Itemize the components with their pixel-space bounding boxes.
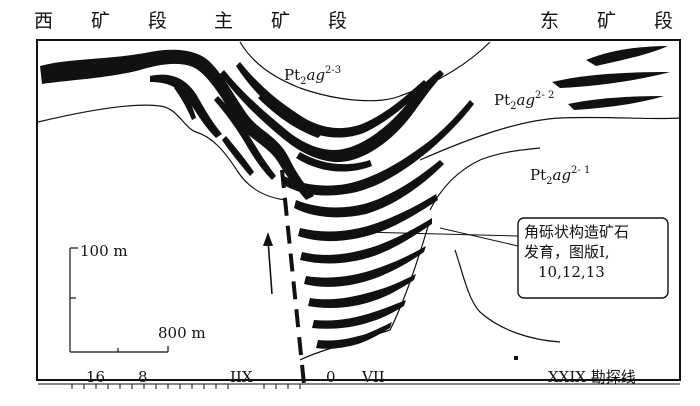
ore-body-west-4	[214, 96, 276, 180]
unit-label-pt2ag2-1: Pt2ag2- 1	[530, 165, 590, 187]
callout-leader-upper	[359, 231, 519, 237]
unit-label-pt2ag2-2: Pt2ag2- 2	[494, 90, 554, 112]
unit-label-pt2ag2-3: Pt2ag2-3	[284, 65, 341, 87]
vertical-scale-label: 100 m	[80, 242, 128, 260]
fault-arrow-shaft	[267, 239, 273, 295]
callout-box	[517, 217, 669, 299]
ore-body-west-main	[40, 49, 314, 201]
contact-upper	[239, 41, 491, 102]
scale-bars	[69, 247, 169, 353]
ore-body-c5	[298, 194, 438, 242]
section-label-vii: VII	[361, 368, 385, 386]
ore-body-west-3	[174, 84, 196, 120]
ore-body-c12	[296, 152, 372, 172]
ore-body-c9	[312, 300, 406, 329]
ore-body-c8	[308, 274, 416, 308]
fault-arrow-head	[263, 232, 273, 246]
callout-line-3: 10,12,13	[538, 263, 605, 281]
ore-body-c11	[258, 94, 322, 138]
marker-dot	[514, 356, 518, 360]
section-label-8: 8	[138, 368, 148, 386]
section-label-xxix: XXIX 勘探线	[548, 368, 636, 386]
ore-body-east-3	[568, 96, 664, 110]
section-frame	[36, 39, 681, 381]
callout-text: 角砾状构造矿石 发育，图版I, 10,12,13	[524, 222, 629, 282]
contact-east	[419, 116, 681, 161]
header-main-segment: 主矿段	[214, 10, 348, 32]
bottom-axis	[38, 383, 680, 389]
section-label-iix: IIX	[230, 368, 253, 386]
ore-body-west-2	[150, 74, 222, 138]
ore-body-c7	[304, 246, 426, 287]
contact-east-base	[454, 249, 561, 343]
ore-body-c3	[282, 100, 474, 196]
ore-bodies	[40, 46, 670, 349]
ore-body-c4	[294, 160, 444, 218]
header-west-segment: 西矿段	[34, 10, 168, 32]
callout-line-1: 角砾状构造矿石	[524, 223, 630, 241]
ore-body-east-1	[586, 46, 668, 66]
ore-body-c10	[316, 322, 392, 349]
callout-line-2: 发育，图版I,	[524, 243, 610, 261]
contact-east-lower	[429, 147, 541, 211]
section-label-16: 16	[86, 368, 105, 386]
ore-body-c1	[220, 70, 444, 163]
ore-body-east-2	[552, 72, 670, 88]
callout-leader-lower	[439, 227, 519, 247]
ore-body-c6	[300, 218, 432, 264]
fault-line	[280, 169, 306, 385]
header-east-segment: 东矿段	[540, 10, 674, 32]
horizontal-scale-label: 800 m	[158, 324, 206, 342]
ore-body-c2	[236, 62, 428, 138]
section-label-0: 0	[326, 368, 336, 386]
contact-west	[37, 104, 287, 201]
ore-body-west-5	[222, 136, 254, 176]
